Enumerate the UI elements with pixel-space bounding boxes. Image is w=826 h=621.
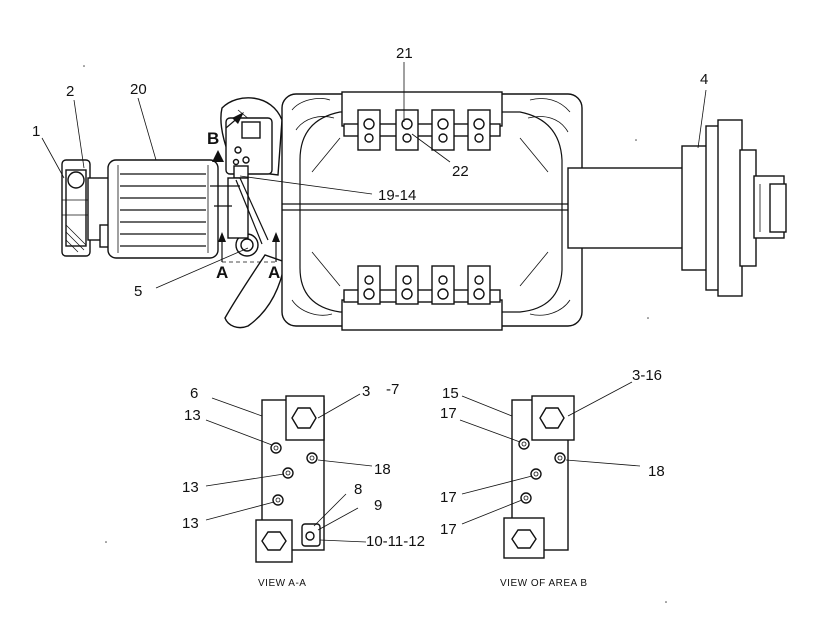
- callout-22: 22: [452, 163, 469, 180]
- clamp-2: [395, 109, 419, 151]
- callout-15: 15: [442, 385, 459, 402]
- section-label-b: B: [207, 129, 219, 148]
- callout-4: 4: [700, 71, 708, 88]
- section-markers: [212, 112, 280, 263]
- caption-view-area-b: VIEW OF AREA B: [500, 578, 588, 589]
- callout-21: 21: [396, 45, 413, 62]
- callout-19-14: 19-14: [378, 187, 416, 204]
- scan-specks: [83, 65, 667, 603]
- callout-6: 6: [190, 385, 198, 402]
- callout-7: -7: [386, 381, 399, 398]
- callout-20: 20: [130, 81, 147, 98]
- callout-18-view-b: 18: [648, 463, 665, 480]
- callout-18-view-aa: 18: [374, 461, 391, 478]
- callout-3-16: 3-16: [632, 367, 662, 384]
- leader-lines: [41, 62, 707, 289]
- callout-3: 3: [362, 383, 370, 400]
- stator-frame: [281, 93, 583, 327]
- caption-view-aa: VIEW A-A: [258, 578, 306, 589]
- bottom-terminal-clamps: [341, 265, 503, 331]
- clamp-4: [467, 109, 491, 151]
- view-aa: [205, 393, 373, 563]
- clamp-1: [357, 109, 381, 151]
- callout-5: 5: [134, 283, 142, 300]
- callout-13-lower: 13: [182, 515, 199, 532]
- callout-1: 1: [32, 123, 40, 140]
- callout-9: 9: [374, 497, 382, 514]
- callout-17-upper: 17: [440, 405, 457, 422]
- callout-10-11-12: 10-11-12: [366, 533, 425, 550]
- view-b: [459, 381, 641, 559]
- top-terminal-clamps: [341, 91, 503, 151]
- brush-holder: [210, 117, 273, 257]
- callout-2: 2: [66, 83, 74, 100]
- callout-8: 8: [354, 481, 362, 498]
- main-assembly: [41, 62, 787, 331]
- section-label-a-right: A: [268, 263, 280, 282]
- output-shaft: [567, 119, 787, 297]
- commutator: [107, 159, 219, 259]
- section-label-a-left: A: [216, 263, 228, 282]
- callout-17-lower: 17: [440, 521, 457, 538]
- callout-17-middle: 17: [440, 489, 457, 506]
- bearing: [61, 159, 91, 257]
- callout-13-middle: 13: [182, 479, 199, 496]
- clamp-3: [431, 109, 455, 151]
- callout-labels: 1 2 20 21 22 4 19-14 5 B A A 6 13 13 13 …: [32, 45, 708, 550]
- callout-13-upper: 13: [184, 407, 201, 424]
